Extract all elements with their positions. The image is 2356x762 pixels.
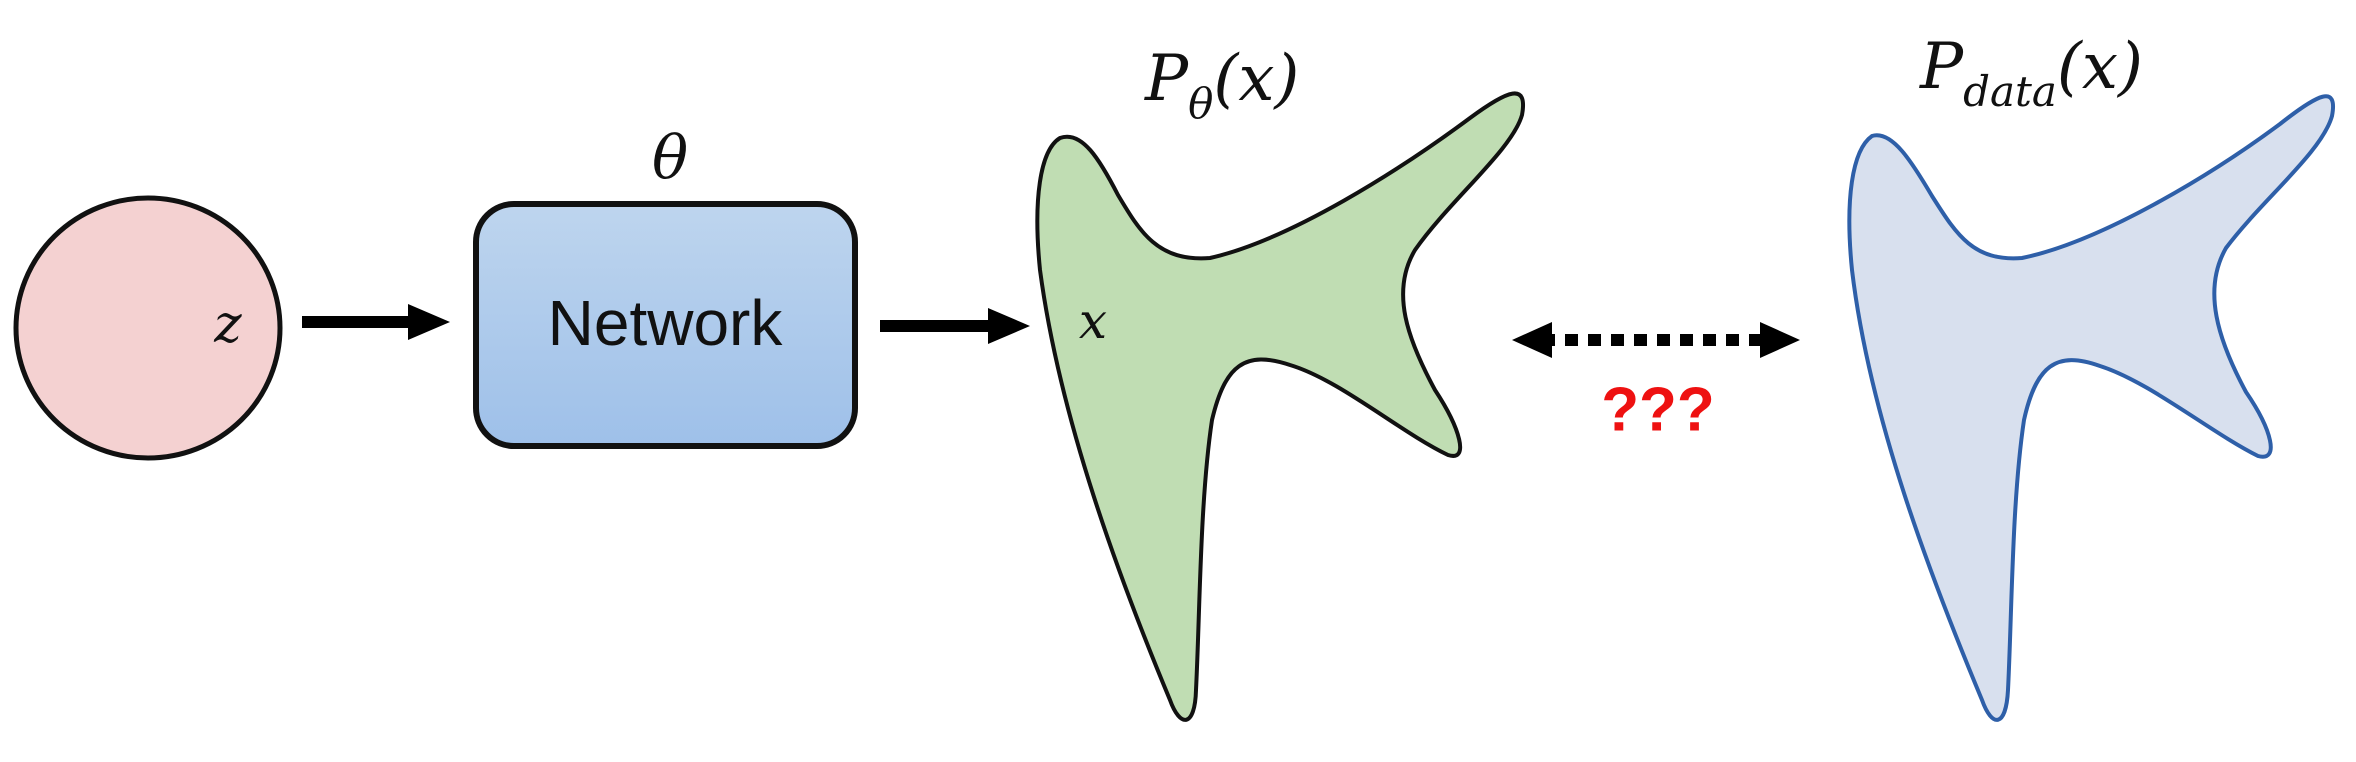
model-dist-shape [1035, 91, 1525, 722]
model-dist-point-label: x [1079, 292, 1107, 350]
dotted-double-arrow-icon [1512, 322, 1800, 358]
model-dist-title-main: P [1144, 42, 1189, 116]
data-dist-title-main: P [1919, 30, 1964, 104]
network-box [473, 201, 858, 449]
network-param-label: θ [652, 124, 688, 194]
latent-circle [13, 195, 283, 461]
network-node: θ Network [473, 124, 858, 449]
data-dist-shape [1847, 94, 2335, 722]
model-dist-title-arg: (x) [1213, 42, 1299, 116]
data-distribution: Pdata(x) [1847, 30, 2335, 722]
data-dist-title: Pdata(x) [1919, 30, 2143, 116]
right-arrow-icon [880, 308, 1030, 344]
comparison-label: ??? [1601, 375, 1715, 444]
right-arrow-icon [302, 304, 450, 340]
latent-label: z [213, 295, 242, 355]
network-label: Network [548, 287, 784, 359]
model-dist-title: Pθ(x) [1144, 42, 1299, 128]
model-distribution: Pθ(x) x [1035, 42, 1525, 722]
data-dist-title-arg: (x) [2057, 30, 2143, 104]
data-dist-title-sub: data [1963, 67, 2057, 116]
model-dist-title-sub: θ [1188, 79, 1213, 128]
latent-node: z [13, 195, 283, 461]
